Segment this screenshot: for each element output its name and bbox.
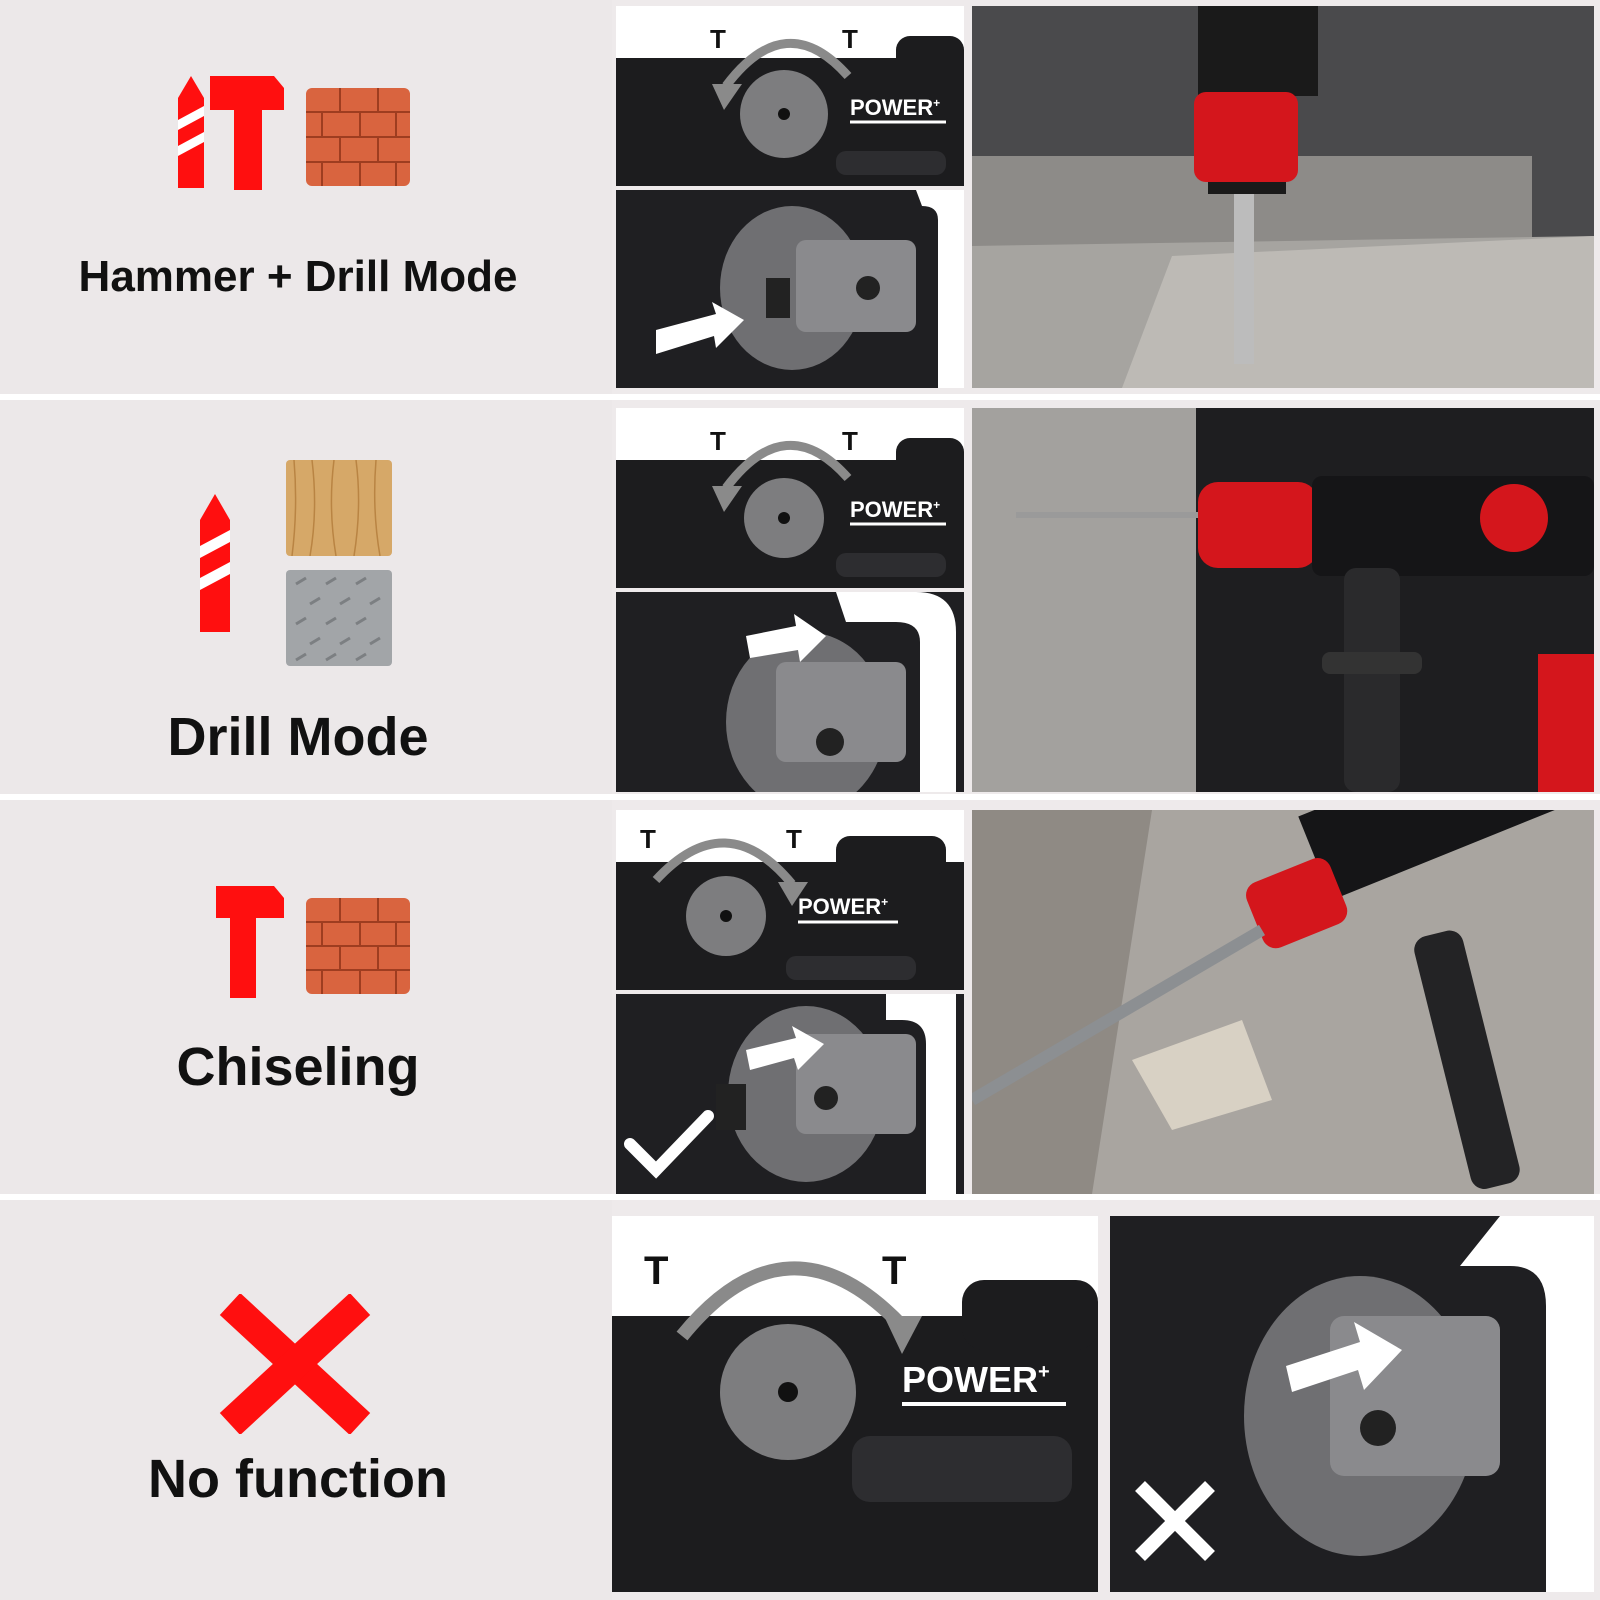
row-divider bbox=[0, 794, 1600, 800]
dial-sideview-panel bbox=[616, 592, 964, 792]
dial-topview-panel-large: T T POWER+ bbox=[612, 1216, 1098, 1592]
svg-text:T: T bbox=[842, 24, 858, 54]
svg-text:T: T bbox=[710, 24, 726, 54]
dial-brand-text: POWER+ bbox=[850, 497, 940, 522]
svg-text:T: T bbox=[710, 426, 726, 456]
brick-wall-icon bbox=[306, 88, 410, 186]
dial-brand-text: POWER+ bbox=[902, 1359, 1050, 1400]
dial-topview-panel: T T POWER+ bbox=[616, 810, 964, 990]
mode-info-pane: Drill Mode bbox=[0, 400, 612, 794]
row-divider bbox=[0, 1194, 1600, 1200]
dial-brand-text: POWER+ bbox=[850, 95, 940, 120]
mode-info-pane: No function bbox=[0, 1200, 612, 1600]
hammer-icon bbox=[210, 76, 284, 190]
red-x-icon bbox=[218, 1294, 372, 1434]
drill-bit-icon bbox=[178, 76, 204, 188]
svg-text:T: T bbox=[644, 1249, 668, 1293]
wood-icon bbox=[286, 460, 392, 556]
mode-row-no-function: No function T T POWER+ bbox=[0, 1200, 1600, 1600]
mode-row-hammer-drill: Hammer + Drill Mode T T POWER+ bbox=[0, 0, 1600, 394]
mode-info-pane: Chiseling bbox=[0, 800, 612, 1194]
mode-row-drill: Drill Mode T T POWER+ bbox=[0, 400, 1600, 794]
drill-action-photo bbox=[972, 408, 1594, 792]
drill-bit-icon bbox=[200, 494, 230, 632]
hammer-icon bbox=[216, 886, 284, 998]
svg-text:T: T bbox=[786, 824, 802, 854]
mode-label-drill: Drill Mode bbox=[167, 707, 429, 767]
row-divider bbox=[0, 394, 1600, 400]
hammer-drill-action-photo bbox=[972, 6, 1594, 388]
svg-text:T: T bbox=[882, 1249, 906, 1293]
mode-info-pane: Hammer + Drill Mode bbox=[0, 0, 612, 394]
brick-wall-icon bbox=[306, 898, 410, 994]
mode-label-hammer-drill: Hammer + Drill Mode bbox=[78, 252, 518, 301]
dial-brand-text: POWER+ bbox=[798, 894, 888, 919]
mode-label-no-function: No function bbox=[148, 1449, 448, 1509]
dial-topview-panel: T T POWER+ bbox=[616, 408, 964, 588]
dial-sideview-panel-large bbox=[1110, 1216, 1594, 1592]
dial-topview-panel: T T POWER+ bbox=[616, 6, 964, 186]
dial-sideview-panel bbox=[616, 994, 964, 1194]
svg-text:T: T bbox=[842, 426, 858, 456]
chiseling-action-photo bbox=[972, 810, 1594, 1194]
svg-text:T: T bbox=[640, 824, 656, 854]
mode-label-chiseling: Chiseling bbox=[176, 1037, 420, 1097]
dial-sideview-panel bbox=[616, 190, 964, 388]
mode-row-chiseling: Chiseling T T POWER+ bbox=[0, 800, 1600, 1194]
metal-plate-icon bbox=[286, 570, 392, 666]
